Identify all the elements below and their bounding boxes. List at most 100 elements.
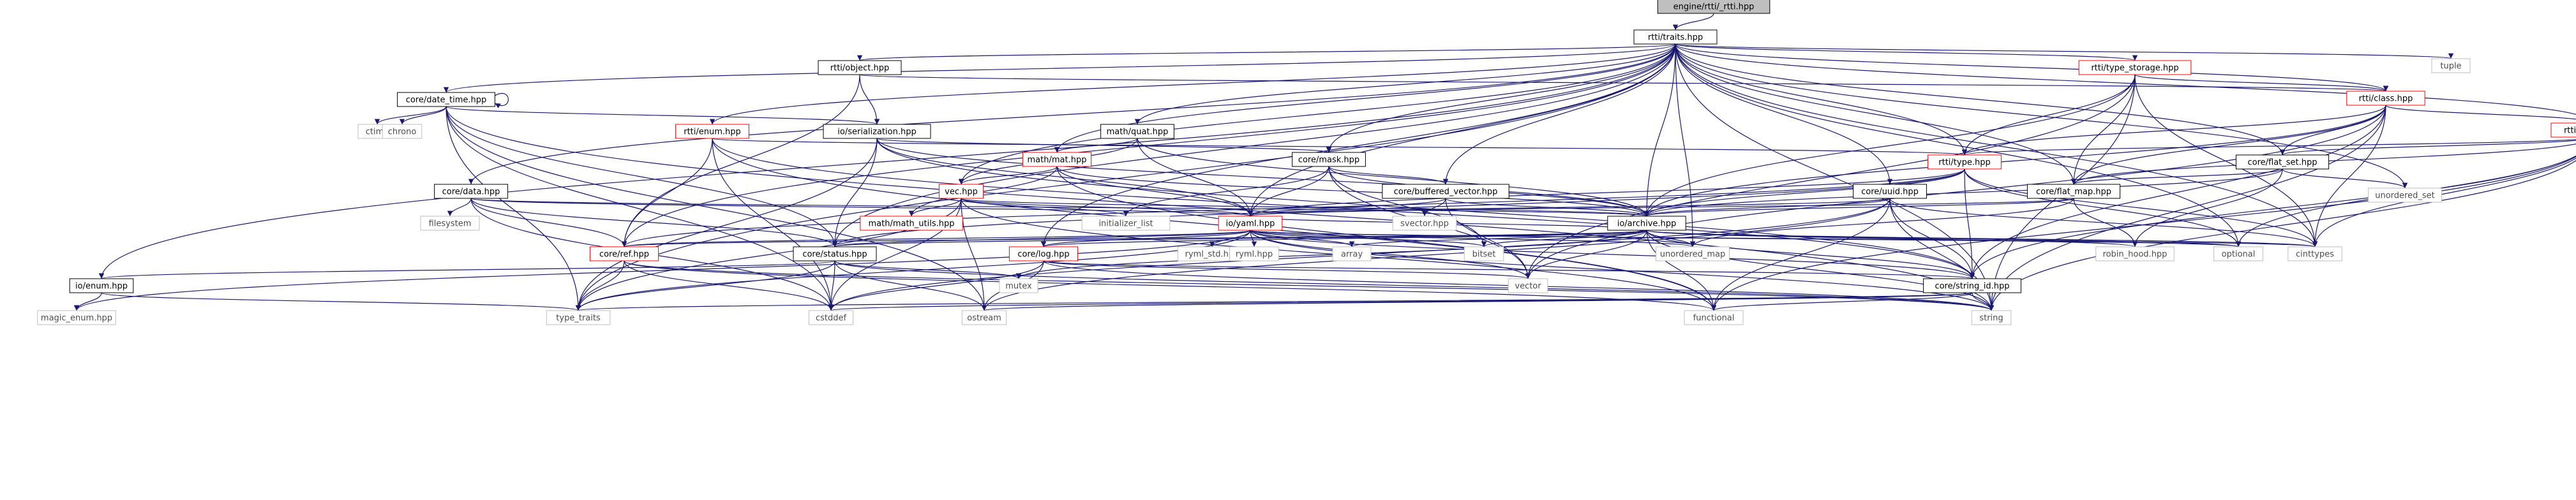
node-rtti_rtti[interactable]: engine/rtti/_rtti.hpp <box>1657 0 1771 14</box>
edge-traits-to-uuid <box>1675 43 1893 185</box>
node-unordered_map: unordered_map <box>1656 246 1730 261</box>
edge-class-to-type <box>1961 105 2386 156</box>
edge-flat_map-to-archive <box>1644 198 2074 217</box>
node-label: rtti/traits.hpp <box>1648 33 1703 43</box>
node-object[interactable]: rtti/object.hpp <box>818 60 902 75</box>
node-box <box>793 246 877 261</box>
node-box <box>1100 124 1174 139</box>
edge-serialization-to-type_traits <box>575 138 878 311</box>
edge-yaml-to-string_id <box>1250 230 1975 279</box>
node-label: ryml.hpp <box>1236 250 1273 260</box>
node-log[interactable]: core/log.hpp <box>1008 246 1079 261</box>
node-type[interactable]: rtti/type.hpp <box>1928 154 2002 170</box>
node-archive[interactable]: io/archive.hpp <box>1607 216 1686 231</box>
edge-vec-to-initializer_list <box>961 198 1129 217</box>
edge-struct-to-flat_map <box>2071 143 2576 185</box>
node-vec[interactable]: vec.hpp <box>938 184 984 199</box>
edge-traits-to-struct <box>1675 43 2576 115</box>
node-flat_map[interactable]: core/flat_map.hpp <box>2026 184 2121 199</box>
node-vector: vector <box>1508 278 1548 293</box>
edge-type-to-string_id <box>1964 168 1975 279</box>
node-box <box>999 278 1038 293</box>
node-box <box>2095 246 2175 261</box>
node-yaml[interactable]: io/yaml.hpp <box>1218 216 1283 231</box>
edge-traits-to-buffered_vector <box>1442 43 1676 185</box>
edge-log-to-cstddef <box>828 260 1044 311</box>
node-status[interactable]: core/status.hpp <box>793 246 877 261</box>
node-box <box>1022 152 1092 167</box>
node-enum[interactable]: rtti/enum.hpp <box>675 124 749 139</box>
edge-traits-to-mat <box>1054 43 1676 153</box>
node-label: bitset <box>1472 250 1496 260</box>
edge-vec-to-math_utils <box>908 198 962 217</box>
node-label: unordered_map <box>1660 250 1726 260</box>
node-box <box>434 184 508 199</box>
edge-type-to-optional <box>1964 168 2242 247</box>
edge-archive-to-array <box>1349 230 1647 247</box>
edge-uuid-to-ostream <box>981 198 1891 311</box>
edge-struct-to-string <box>1988 159 2576 311</box>
edge-class-to-string_id <box>1969 105 2386 279</box>
edge-yaml-to-ref <box>622 230 1251 247</box>
edge-traits-to-vec <box>958 43 1676 185</box>
node-math_utils[interactable]: math/math_utils.hpp <box>860 216 963 231</box>
node-string_id[interactable]: core/string_id.hpp <box>1923 278 2021 293</box>
edge-archive-to-cinttypes <box>1646 230 2318 247</box>
edge-uuid-to-archive <box>1644 198 1891 217</box>
node-box <box>1081 216 1171 231</box>
node-io_enum[interactable]: io/enum.hpp <box>69 278 134 293</box>
node-struct[interactable]: rtti/struct.hpp <box>2550 122 2576 138</box>
node-quat[interactable]: math/quat.hpp <box>1100 124 1174 139</box>
node-flat_set[interactable]: core/flat_set.hpp <box>2235 154 2330 170</box>
edge-archive-to-ref <box>622 230 1647 247</box>
edge-flat_set-to-robin_hood <box>2132 168 2283 247</box>
edge-status-to-string <box>834 260 1994 311</box>
node-buffered_vector[interactable]: core/buffered_vector.hpp <box>1382 184 1509 199</box>
node-label: vec.hpp <box>945 188 978 197</box>
edge-uuid-to-yaml <box>1248 198 1891 217</box>
edge-struct-to-string_id <box>1969 155 2576 279</box>
edge-date_time-to-status <box>446 106 838 247</box>
node-mask[interactable]: core/mask.hpp <box>1292 152 1366 167</box>
node-label: engine/rtti/_rtti.hpp <box>1674 3 1755 12</box>
node-uuid[interactable]: core/uuid.hpp <box>1853 184 1927 199</box>
edge-buffered_vector-to-yaml <box>1247 198 1446 217</box>
node-label: rtti/struct.hpp <box>2564 126 2576 136</box>
node-tuple: tuple <box>2431 58 2471 73</box>
edge-object-to-ref <box>621 74 860 247</box>
node-label: core/buffered_vector.hpp <box>1394 188 1498 197</box>
node-mat[interactable]: math/mat.hpp <box>1022 152 1092 167</box>
edge-object-to-class <box>859 74 2388 92</box>
node-class[interactable]: rtti/class.hpp <box>2346 91 2425 106</box>
node-data[interactable]: core/data.hpp <box>434 184 508 199</box>
node-type_traits: type_traits <box>546 310 611 325</box>
node-type_storage[interactable]: rtti/type_storage.hpp <box>2078 60 2192 75</box>
node-box <box>2235 154 2330 170</box>
edge-enum-to-string_id <box>712 138 1975 279</box>
edge-archive-to-bitset <box>1481 230 1647 247</box>
edge-traits-to-type_storage <box>1675 43 2138 61</box>
edge-traits-to-unordered_set <box>1675 43 2408 189</box>
edge-class-to-cinttypes <box>2312 105 2386 247</box>
edge-flat_map-to-robin_hood <box>2073 198 2138 247</box>
node-box <box>589 246 659 261</box>
node-label: cstddef <box>816 314 847 323</box>
node-box <box>860 216 963 231</box>
edge-data-to-status <box>470 198 838 247</box>
node-box <box>961 310 1007 325</box>
node-label: core/ref.hpp <box>599 250 649 260</box>
edge-yaml-to-bitset <box>1250 230 1486 247</box>
node-label: core/data.hpp <box>442 188 500 197</box>
node-traits[interactable]: rtti/traits.hpp <box>1633 29 1718 45</box>
edge-data-to-archive <box>470 198 1649 217</box>
node-label: magic_enum.hpp <box>41 314 112 323</box>
node-date_time[interactable]: core/date_time.hpp <box>397 92 495 107</box>
node-box <box>1657 0 1771 14</box>
edge-traits-to-enum <box>710 43 1676 125</box>
edge-traits-to-archive <box>1644 43 1676 217</box>
node-serialization[interactable]: io/serialization.hpp <box>823 124 931 139</box>
node-label: core/string_id.hpp <box>1935 282 2009 291</box>
node-box <box>2550 122 2576 138</box>
node-ref[interactable]: core/ref.hpp <box>589 246 659 261</box>
node-label: io/archive.hpp <box>1617 219 1677 229</box>
